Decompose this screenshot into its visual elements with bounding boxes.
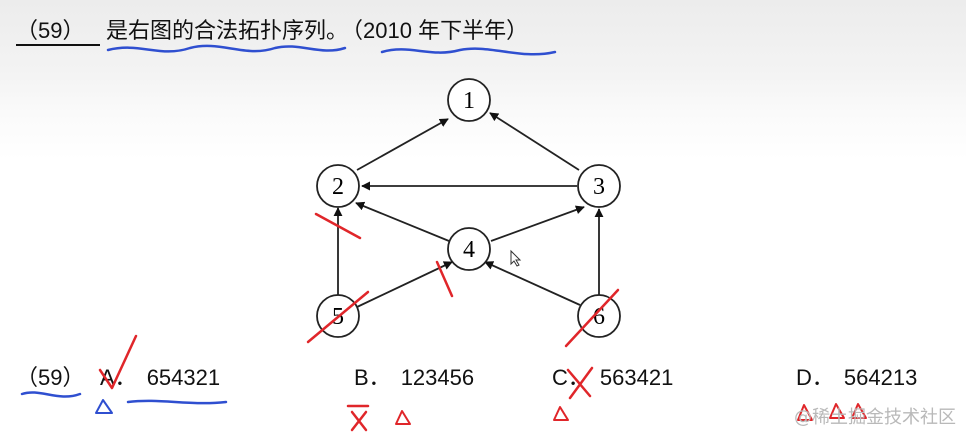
question-year: （2010 年下半年） (352, 18, 529, 43)
cursor-icon (510, 249, 522, 267)
question-line: （59）是右图的合法拓扑序列。（2010 年下半年） (16, 14, 528, 48)
edge-4-2 (355, 201, 450, 242)
edge-4-3 (490, 205, 585, 242)
option-c-value: 563421 (599, 365, 674, 390)
node-2-label: 2 (332, 174, 344, 200)
graph-edges (333, 112, 604, 308)
option-c[interactable]: C． 563421 (552, 360, 673, 396)
edge-3-1 (489, 112, 580, 171)
option-a-letter: A． (100, 365, 137, 390)
edge-6-4 (484, 261, 581, 306)
node-3-label: 3 (593, 174, 605, 200)
node-1: 1 (447, 78, 491, 122)
watermark: @稀土掘金技术社区 (794, 407, 956, 428)
question-number: （59） (16, 18, 100, 46)
option-b-value: 123456 (400, 365, 475, 390)
answer-options: （59） A． 654321 B． 123456 C． 563421 D． 564213 (0, 360, 966, 400)
node-5: 5 (316, 294, 360, 338)
node-5-label: 5 (332, 304, 344, 330)
option-b-letter: B． (354, 365, 391, 390)
graph-nodes: 1 2 3 4 5 6 (316, 78, 621, 338)
options-question-ref: （59） (16, 365, 85, 390)
option-c-letter: C． (552, 365, 590, 390)
node-3: 3 (577, 164, 621, 208)
option-d[interactable]: D． 564213 (796, 360, 917, 396)
node-4-label: 4 (463, 237, 475, 263)
node-1-label: 1 (463, 88, 475, 114)
node-4: 4 (447, 227, 491, 271)
node-2: 2 (316, 164, 360, 208)
option-b[interactable]: B． 123456 (354, 360, 474, 396)
node-6-label: 6 (593, 304, 605, 330)
edge-2-1 (356, 118, 449, 171)
option-d-value: 564213 (843, 365, 918, 390)
option-d-letter: D． (796, 365, 834, 390)
node-6: 6 (577, 294, 621, 338)
option-a[interactable]: A． 654321 (100, 360, 220, 396)
option-a-value: 654321 (146, 365, 221, 390)
question-stem: 是右图的合法拓扑序列。 (106, 18, 349, 43)
edge-5-4 (356, 261, 453, 308)
